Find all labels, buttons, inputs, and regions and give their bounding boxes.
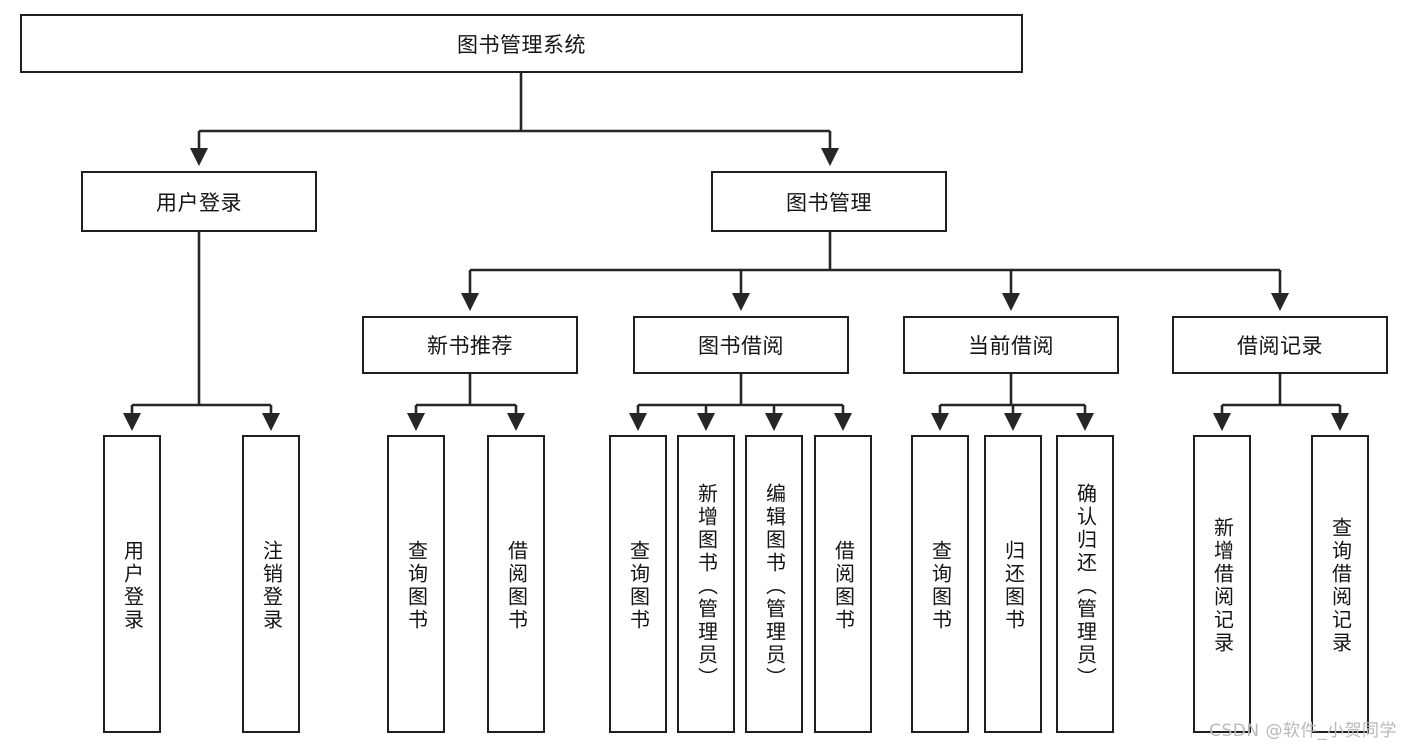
node-user-login[interactable]: 用户登录: [81, 171, 317, 232]
node-borrow-book-2[interactable]: 借阅图书: [814, 435, 872, 733]
node-query-book-1[interactable]: 查询图书: [387, 435, 445, 733]
node-query-book-2[interactable]: 查询图书: [609, 435, 667, 733]
node-current-borrow-label: 当前借阅: [968, 334, 1054, 358]
node-borrow-records-label: 借阅记录: [1237, 334, 1323, 358]
node-user-logout-leaf-label: 注销登录: [259, 540, 284, 632]
node-query-book-2-label: 查询图书: [626, 540, 651, 632]
node-root-label: 图书管理系统: [457, 32, 586, 57]
node-edit-book-admin-label: 编辑图书（管理员）: [762, 482, 787, 690]
node-borrow-book-1-label: 借阅图书: [504, 540, 529, 632]
node-confirm-return-admin-label: 确认归还（管理员）: [1073, 482, 1098, 690]
node-return-book-label: 归还图书: [1001, 540, 1026, 632]
node-query-book-3[interactable]: 查询图书: [911, 435, 969, 733]
node-query-borrow-record[interactable]: 查询借阅记录: [1311, 435, 1369, 733]
node-user-logout-leaf[interactable]: 注销登录: [242, 435, 300, 733]
node-add-borrow-record[interactable]: 新增借阅记录: [1193, 435, 1251, 733]
node-borrow-records[interactable]: 借阅记录: [1172, 316, 1388, 374]
node-query-book-3-label: 查询图书: [928, 540, 953, 632]
node-add-book-admin[interactable]: 新增图书（管理员）: [677, 435, 735, 733]
csdn-watermark: CSDN @软件_小贺同学: [1209, 721, 1397, 741]
node-add-borrow-record-label: 新增借阅记录: [1210, 517, 1235, 655]
node-book-management[interactable]: 图书管理: [711, 171, 947, 232]
node-user-login-label: 用户登录: [156, 190, 242, 215]
node-return-book[interactable]: 归还图书: [984, 435, 1042, 733]
node-user-login-leaf[interactable]: 用户登录: [103, 435, 161, 733]
node-book-borrow-label: 图书借阅: [698, 334, 784, 358]
node-root[interactable]: 图书管理系统: [20, 14, 1023, 73]
node-confirm-return-admin[interactable]: 确认归还（管理员）: [1056, 435, 1114, 733]
node-add-book-admin-label: 新增图书（管理员）: [694, 482, 719, 690]
node-current-borrow[interactable]: 当前借阅: [903, 316, 1119, 374]
node-borrow-book-2-label: 借阅图书: [831, 540, 856, 632]
node-book-borrow[interactable]: 图书借阅: [633, 316, 849, 374]
node-query-book-1-label: 查询图书: [404, 540, 429, 632]
node-borrow-book-1[interactable]: 借阅图书: [487, 435, 545, 733]
node-new-book-recommend[interactable]: 新书推荐: [362, 316, 578, 374]
node-new-book-recommend-label: 新书推荐: [427, 334, 513, 358]
node-query-borrow-record-label: 查询借阅记录: [1328, 517, 1353, 655]
node-user-login-leaf-label: 用户登录: [120, 540, 145, 632]
node-edit-book-admin[interactable]: 编辑图书（管理员）: [745, 435, 803, 733]
node-book-management-label: 图书管理: [786, 190, 872, 215]
